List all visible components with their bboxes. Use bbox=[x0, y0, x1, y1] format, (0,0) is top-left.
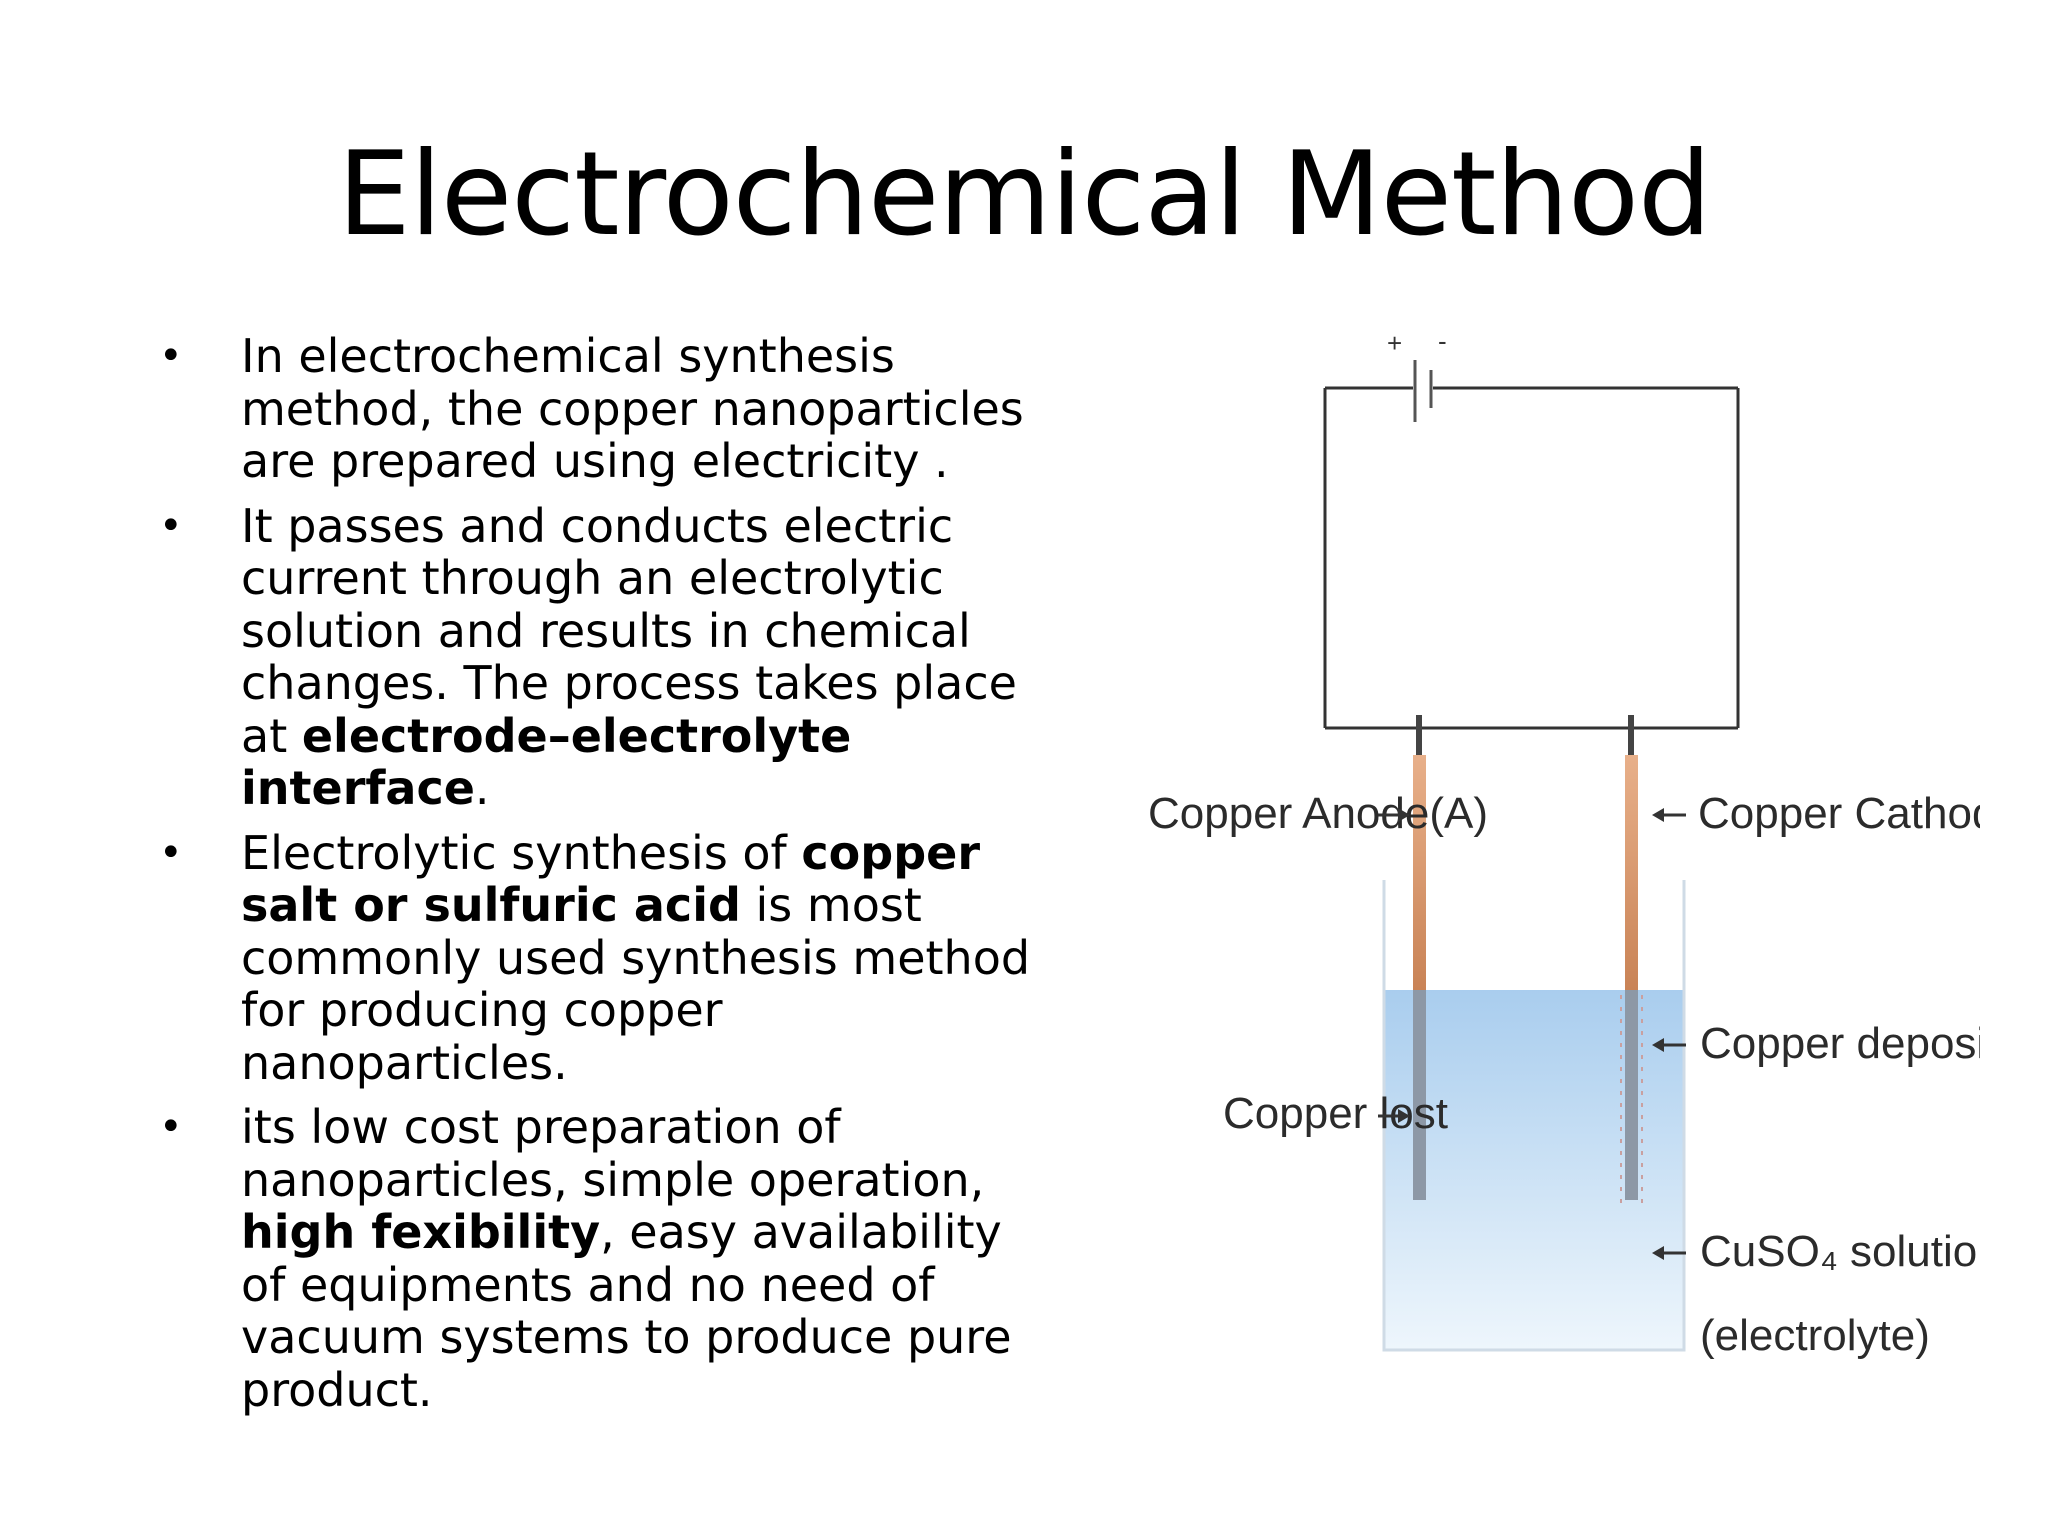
copper-cathode bbox=[1620, 715, 1643, 1205]
slide-title: Electrochemical Method bbox=[337, 127, 1711, 262]
bullet-marker: • bbox=[159, 502, 183, 549]
arrow-deposited bbox=[1652, 1038, 1686, 1052]
bullet-item: • Electrolytic synthesis of copper salt … bbox=[155, 825, 1035, 1090]
label-electrolyte: (electrolyte) bbox=[1700, 1311, 1930, 1360]
bullet-item: • It passes and conducts electric curren… bbox=[155, 498, 1035, 815]
bullet-text: . bbox=[474, 761, 490, 815]
battery-minus-sign: - bbox=[1438, 326, 1447, 356]
arrow-cathode bbox=[1652, 808, 1686, 822]
bullet-text: its low cost preparation of nanoparticle… bbox=[241, 1100, 985, 1207]
bullet-marker: • bbox=[159, 829, 183, 876]
bullet-text: In electrochemical synthesis method, the… bbox=[241, 329, 1024, 488]
label-copper-deposited: Copper deposited bbox=[1700, 1019, 1980, 1068]
battery-plus-sign: + bbox=[1387, 328, 1402, 358]
bullet-text: , easy availability of equipments and no… bbox=[241, 1205, 1012, 1417]
bullet-text: It passes and conducts electric current … bbox=[241, 498, 1017, 763]
bullet-text-bold: electrode–electrolyte interface bbox=[241, 708, 852, 815]
battery-icon bbox=[1413, 360, 1433, 422]
bullet-item: • its low cost preparation of nanoparticl… bbox=[155, 1101, 1035, 1416]
bullet-list: • In electrochemical synthesis method, th… bbox=[155, 330, 1035, 1428]
bullet-text-bold: high fexibility bbox=[241, 1205, 601, 1259]
bullet-item: • In electrochemical synthesis method, th… bbox=[155, 330, 1035, 488]
bullet-marker: • bbox=[159, 1104, 183, 1150]
bullet-text: Electrolytic synthesis of bbox=[241, 825, 802, 880]
bullet-text: is most commonly used synthesis method f… bbox=[241, 878, 1031, 1090]
label-copper-cathode: Copper Cathode(C) bbox=[1698, 789, 1980, 838]
arrow-lost bbox=[1378, 1109, 1410, 1123]
bullet-marker: • bbox=[159, 333, 183, 379]
copper-anode bbox=[1413, 715, 1426, 1200]
label-cuso4-solution: CuSO₄ solution bbox=[1700, 1227, 1980, 1276]
bullet-text-bold: copper salt or sulfuric acid bbox=[241, 825, 980, 932]
electrolysis-diagram: + - bbox=[1148, 326, 1980, 1360]
label-copper-anode: Copper Anode(A) bbox=[1148, 789, 1488, 838]
label-copper-lost: Copper lost bbox=[1223, 1089, 1448, 1138]
electrolyte-solution bbox=[1384, 990, 1684, 1350]
arrow-solution bbox=[1652, 1246, 1686, 1260]
arrow-anode bbox=[1378, 808, 1410, 822]
circuit-wire bbox=[1323, 386, 1740, 730]
